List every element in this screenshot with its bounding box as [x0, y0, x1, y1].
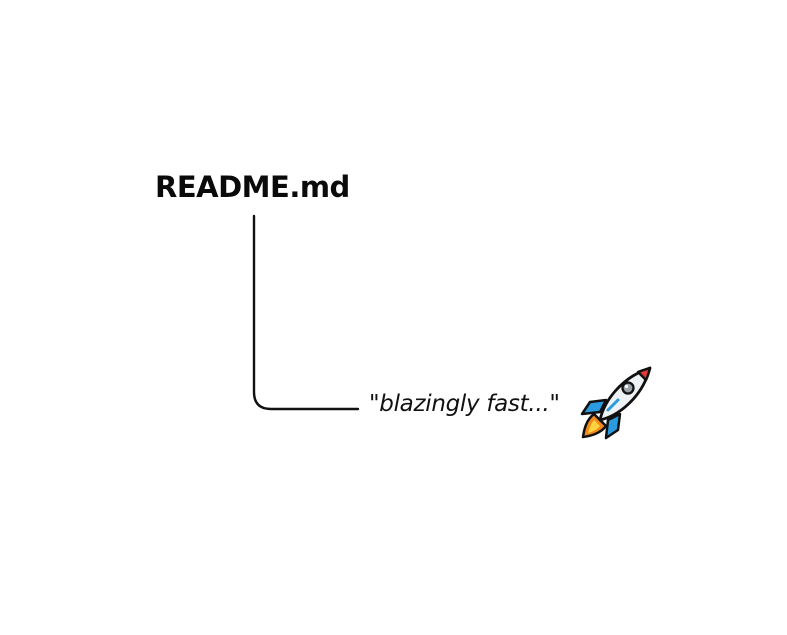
diagram-title: README.md: [155, 170, 350, 204]
quote-label: "blazingly fast...": [369, 391, 560, 417]
rocket-icon: [580, 366, 652, 440]
connector-path: [252, 214, 360, 411]
